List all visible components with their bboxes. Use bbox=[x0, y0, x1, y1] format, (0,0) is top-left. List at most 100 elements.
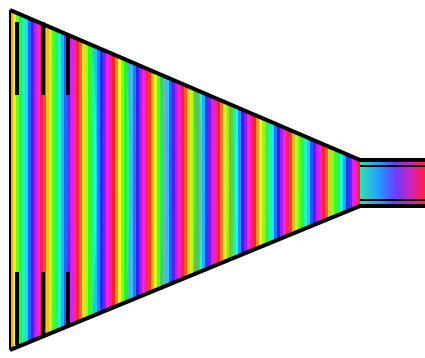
phase-stripe bbox=[199, 10, 203, 350]
phase-stripe bbox=[205, 10, 209, 350]
phase-stripe bbox=[253, 10, 257, 350]
phase-stripe bbox=[106, 10, 110, 350]
phase-stripe bbox=[172, 10, 176, 350]
phase-stripe bbox=[10, 10, 14, 350]
phase-field bbox=[10, 10, 365, 350]
phase-stripe bbox=[295, 10, 299, 350]
phase-stripe bbox=[31, 10, 35, 350]
output-channel-field bbox=[360, 162, 425, 205]
phase-stripe bbox=[103, 10, 107, 350]
phase-stripe bbox=[34, 10, 38, 350]
phase-stripe bbox=[49, 10, 53, 350]
wavefront-curve bbox=[57, 10, 70, 350]
phase-stripe bbox=[355, 10, 359, 350]
phase-stripe bbox=[100, 10, 104, 350]
phase-stripe bbox=[160, 10, 164, 350]
phase-stripe bbox=[250, 10, 254, 350]
phase-stripe bbox=[289, 10, 293, 350]
phase-stripe bbox=[346, 10, 350, 350]
phase-stripe bbox=[223, 10, 227, 350]
phase-stripe bbox=[28, 10, 32, 350]
phase-stripe bbox=[211, 10, 215, 350]
phase-stripe bbox=[70, 10, 74, 350]
phase-stripe bbox=[145, 10, 149, 350]
phase-stripe bbox=[202, 10, 206, 350]
taper-outline-top bbox=[9, 8, 425, 162]
phase-stripe bbox=[61, 10, 65, 350]
phase-stripe bbox=[238, 10, 242, 350]
phase-stripe bbox=[334, 10, 338, 350]
phase-stripe bbox=[184, 10, 188, 350]
phase-stripe bbox=[187, 10, 191, 350]
phase-stripe bbox=[79, 10, 83, 350]
phase-stripe bbox=[268, 10, 272, 350]
phase-stripe bbox=[13, 10, 17, 350]
phase-stripe bbox=[73, 10, 77, 350]
phase-stripe bbox=[124, 10, 128, 350]
phase-stripe bbox=[67, 10, 71, 350]
phase-stripe bbox=[22, 10, 26, 350]
phase-stripe bbox=[115, 10, 119, 350]
phase-stripe bbox=[304, 10, 308, 350]
phase-stripe bbox=[190, 10, 194, 350]
phase-stripe bbox=[64, 10, 68, 350]
phase-stripe bbox=[148, 10, 152, 350]
phase-stripe bbox=[196, 10, 200, 350]
phase-stripe bbox=[271, 10, 275, 350]
phase-stripe bbox=[112, 10, 116, 350]
phase-stripe bbox=[313, 10, 317, 350]
phase-stripe bbox=[181, 10, 185, 350]
phase-stripe bbox=[88, 10, 92, 350]
phase-stripe bbox=[163, 10, 167, 350]
phase-stripe bbox=[109, 10, 113, 350]
phase-stripe bbox=[310, 10, 314, 350]
phase-stripe bbox=[241, 10, 245, 350]
phase-stripe bbox=[85, 10, 89, 350]
phase-stripe bbox=[175, 10, 179, 350]
phase-stripe bbox=[343, 10, 347, 350]
phase-stripe bbox=[280, 10, 284, 350]
phase-stripe bbox=[283, 10, 287, 350]
phase-stripe bbox=[325, 10, 329, 350]
phase-stripe bbox=[193, 10, 197, 350]
phase-stripe bbox=[16, 10, 20, 350]
phase-stripe bbox=[40, 10, 44, 350]
phase-stripe bbox=[220, 10, 224, 350]
phase-stripe bbox=[121, 10, 125, 350]
phase-stripe bbox=[229, 10, 233, 350]
phase-stripe bbox=[178, 10, 182, 350]
phase-stripe bbox=[154, 10, 158, 350]
phase-stripe bbox=[331, 10, 335, 350]
phase-stripe bbox=[118, 10, 122, 350]
phase-stripe bbox=[274, 10, 278, 350]
phase-stripe bbox=[265, 10, 269, 350]
phase-stripe bbox=[226, 10, 230, 350]
phase-stripe bbox=[139, 10, 143, 350]
phase-stripe bbox=[94, 10, 98, 350]
phase-stripe bbox=[256, 10, 260, 350]
phase-stripe bbox=[136, 10, 140, 350]
phase-stripe bbox=[166, 10, 170, 350]
phase-stripe bbox=[130, 10, 134, 350]
phase-stripe bbox=[133, 10, 137, 350]
phase-stripe bbox=[43, 10, 47, 350]
phase-stripe bbox=[97, 10, 101, 350]
phase-stripe bbox=[259, 10, 263, 350]
phase-stripe bbox=[19, 10, 23, 350]
phase-stripe bbox=[127, 10, 131, 350]
phase-stripe bbox=[82, 10, 86, 350]
phase-stripe bbox=[358, 10, 362, 350]
phase-stripe bbox=[142, 10, 146, 350]
phase-stripe bbox=[292, 10, 296, 350]
phase-stripe bbox=[208, 10, 212, 350]
phase-stripe bbox=[91, 10, 95, 350]
phase-stripe bbox=[286, 10, 290, 350]
phase-stripe bbox=[232, 10, 236, 350]
phase-stripe bbox=[214, 10, 218, 350]
phase-stripe bbox=[55, 10, 59, 350]
phase-stripe bbox=[301, 10, 305, 350]
phase-stripe bbox=[46, 10, 50, 350]
phase-stripe bbox=[316, 10, 320, 350]
phase-stripe bbox=[235, 10, 239, 350]
